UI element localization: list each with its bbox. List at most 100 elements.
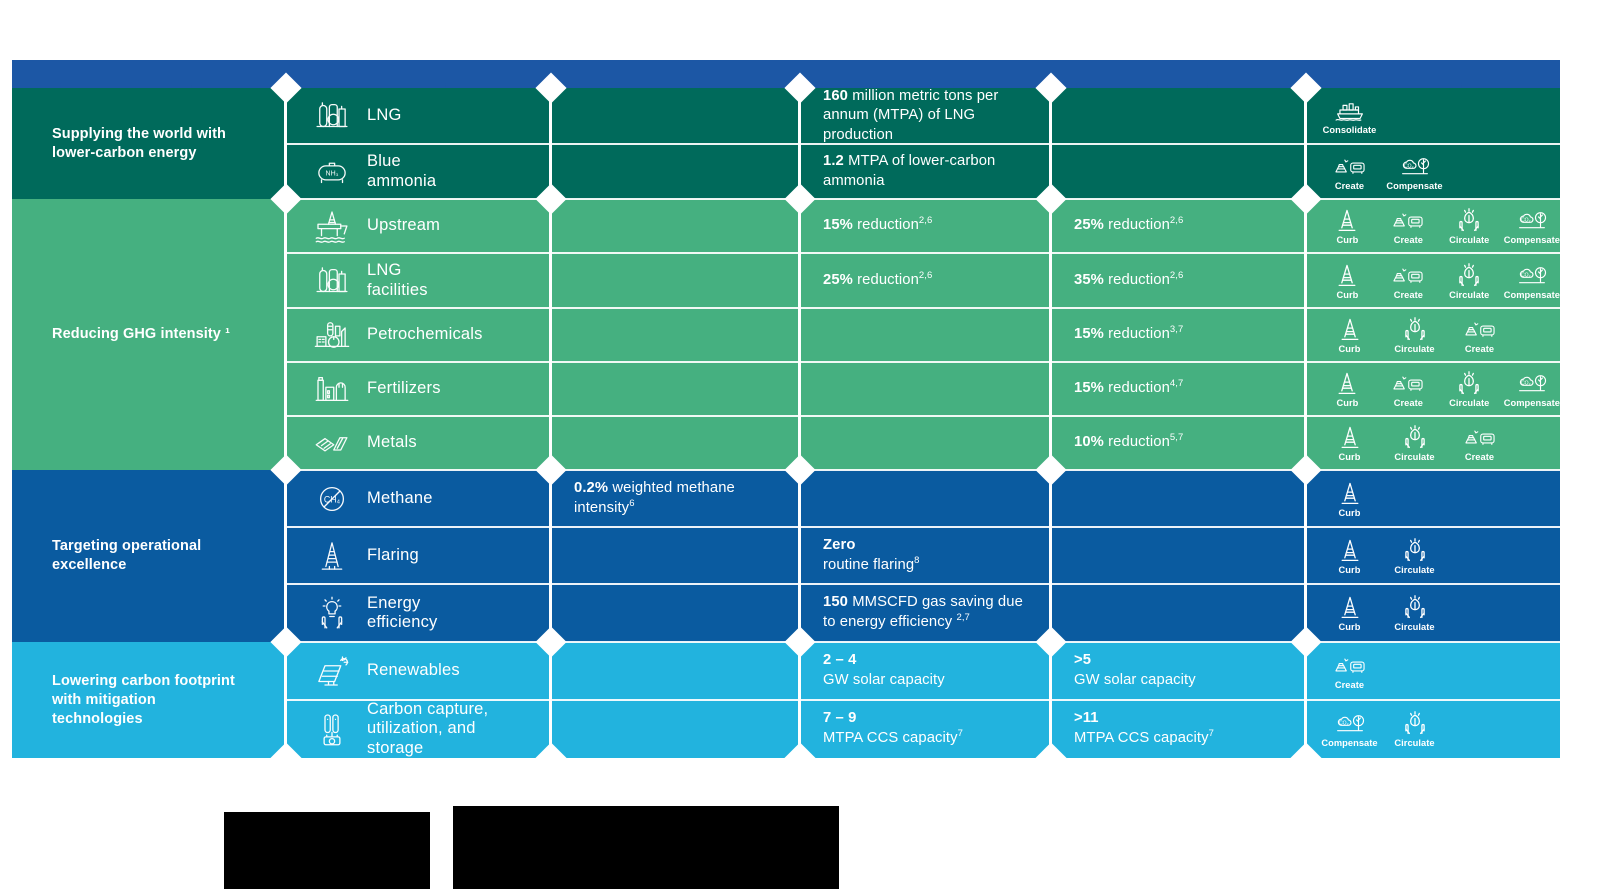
- topic-cell: Carbon capture, utilization, and storage: [287, 700, 537, 758]
- action-label: Compensate: [1503, 235, 1561, 245]
- action-label: Circulate: [1449, 289, 1490, 300]
- hands-bulb-icon: [311, 592, 353, 634]
- action-badge-curb[interactable]: Curb: [1321, 370, 1374, 408]
- row-separator: [284, 526, 1560, 528]
- action-label: Curb: [1338, 622, 1361, 632]
- derrick-icon: [1333, 424, 1367, 450]
- lng-tanks-icon: [311, 95, 353, 137]
- action-badge-curb[interactable]: Curb: [1321, 207, 1374, 245]
- fertilizer-plant-icon: [311, 368, 353, 410]
- action-label: Create: [1393, 289, 1423, 300]
- occluded-region-right: [453, 806, 839, 889]
- action-badge-curb[interactable]: Curb: [1321, 424, 1378, 462]
- row-separator: [284, 641, 1560, 643]
- action-badge-circulate[interactable]: Circulate: [1443, 370, 1496, 408]
- svg-text:CO₂: CO₂: [1521, 218, 1531, 224]
- matrix-row[interactable]: CH₄ Methane 0.2% weighted methane intensit…: [12, 470, 1560, 527]
- action-badge-curb[interactable]: Curb: [1321, 480, 1378, 518]
- action-badge-create[interactable]: Create: [1382, 370, 1435, 408]
- factory-truck-icon: [1391, 262, 1425, 288]
- action-badge-circulate[interactable]: Circulate: [1443, 207, 1496, 245]
- svg-text:CO₂: CO₂: [1521, 381, 1531, 387]
- action-badge-consolidate[interactable]: Consolidate: [1321, 97, 1378, 135]
- action-label: Circulate: [1449, 398, 1490, 408]
- action-badge-circulate[interactable]: Circulate: [1386, 424, 1443, 462]
- value-text: 0.2% weighted methane intensity6: [574, 479, 735, 516]
- action-badge-circulate[interactable]: Circulate: [1386, 710, 1443, 748]
- action-badge-circulate[interactable]: Circulate: [1386, 316, 1443, 354]
- action-badge-curb[interactable]: Curb: [1321, 316, 1378, 354]
- value-text: 15% reduction4,7: [1074, 378, 1184, 397]
- topic-label: Methane: [367, 488, 433, 507]
- action-label: Create: [1334, 180, 1365, 191]
- section-operational-excellence: [12, 470, 1560, 642]
- matrix-row[interactable]: Carbon capture, utilization, and storage…: [12, 700, 1560, 758]
- actions-cell: Curb: [1309, 470, 1560, 527]
- topic-label: Petrochemicals: [367, 325, 483, 344]
- action-badge-create[interactable]: Create: [1321, 153, 1378, 191]
- action-badge-compensate[interactable]: CO₂ Compensate: [1504, 207, 1560, 245]
- topic-cell: Flaring: [287, 527, 537, 584]
- action-badge-circulate[interactable]: Circulate: [1443, 262, 1496, 300]
- action-badge-curb[interactable]: Curb: [1321, 537, 1378, 575]
- action-label: Curb: [1338, 344, 1361, 354]
- value-cell-3: 25% reduction2,6: [1052, 199, 1304, 253]
- svg-text:CO₂: CO₂: [1404, 163, 1414, 169]
- topic-label: Metals: [367, 433, 417, 452]
- derrick-icon: [1330, 370, 1364, 396]
- value-cell-2: 160 million metric tons per annum (MTPA)…: [801, 88, 1047, 144]
- action-badge-curb[interactable]: Curb: [1321, 594, 1378, 632]
- topic-label: LNG facilities: [367, 261, 428, 299]
- ccs-icon: [311, 708, 353, 750]
- action-badge-create[interactable]: Create: [1451, 424, 1508, 462]
- action-badge-create[interactable]: Create: [1321, 652, 1378, 690]
- action-label: Create: [1464, 344, 1495, 354]
- hands-leaf-icon: [1452, 262, 1486, 288]
- action-badge-circulate[interactable]: Circulate: [1386, 594, 1443, 632]
- action-badge-circulate[interactable]: Circulate: [1386, 537, 1443, 575]
- action-badge-create[interactable]: Create: [1382, 262, 1435, 300]
- svg-text:CH₄: CH₄: [324, 494, 341, 504]
- action-label: Compensate: [1503, 289, 1561, 300]
- co2-tree-icon: CO₂: [1515, 262, 1549, 288]
- row-separator: [284, 583, 1560, 585]
- ammonia-tank-icon: NH₃: [311, 151, 353, 193]
- topic-cell: Petrochemicals: [287, 308, 537, 362]
- co2-tree-icon: CO₂: [1515, 207, 1549, 233]
- action-badge-curb[interactable]: Curb: [1321, 262, 1374, 300]
- row-separator: [284, 361, 1560, 363]
- action-badge-create[interactable]: Create: [1451, 316, 1508, 354]
- action-badge-create[interactable]: Create: [1382, 207, 1435, 245]
- topic-label: Renewables: [367, 661, 460, 680]
- value-cell-3: 35% reduction2,6: [1052, 253, 1304, 308]
- hands-leaf-icon: [1452, 207, 1486, 233]
- value-text: 10% reduction5,7: [1074, 432, 1184, 451]
- row-separator: [284, 469, 1560, 471]
- co2-tree-icon: CO₂: [1515, 370, 1549, 396]
- section-category-label: Supplying the world with lower-carbon en…: [52, 125, 226, 161]
- value-cell-2: 25% reduction2,6: [801, 253, 1047, 308]
- value-cell-3: 10% reduction5,7: [1052, 416, 1304, 470]
- section-reducing-ghg: [12, 199, 1560, 470]
